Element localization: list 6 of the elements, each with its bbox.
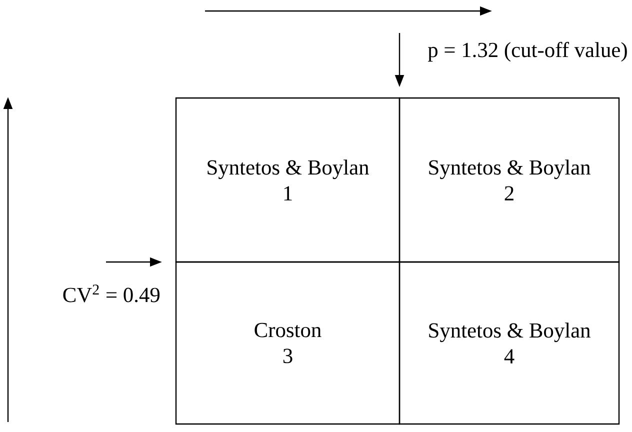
value-label: CV$^{2}$ = 0.49	[63, 284, 160, 302]
value-label: p = 1.32 (cut-off value)	[428, 42, 627, 62]
quadrant-cell: Croston 3	[175, 261, 400, 425]
quadrant-cell: Syntetos & Boylan 4	[398, 261, 620, 425]
quadrant-cell: Syntetos & Boylan 1	[175, 97, 400, 263]
quadrant-cell: Syntetos & Boylan 2	[398, 97, 620, 263]
